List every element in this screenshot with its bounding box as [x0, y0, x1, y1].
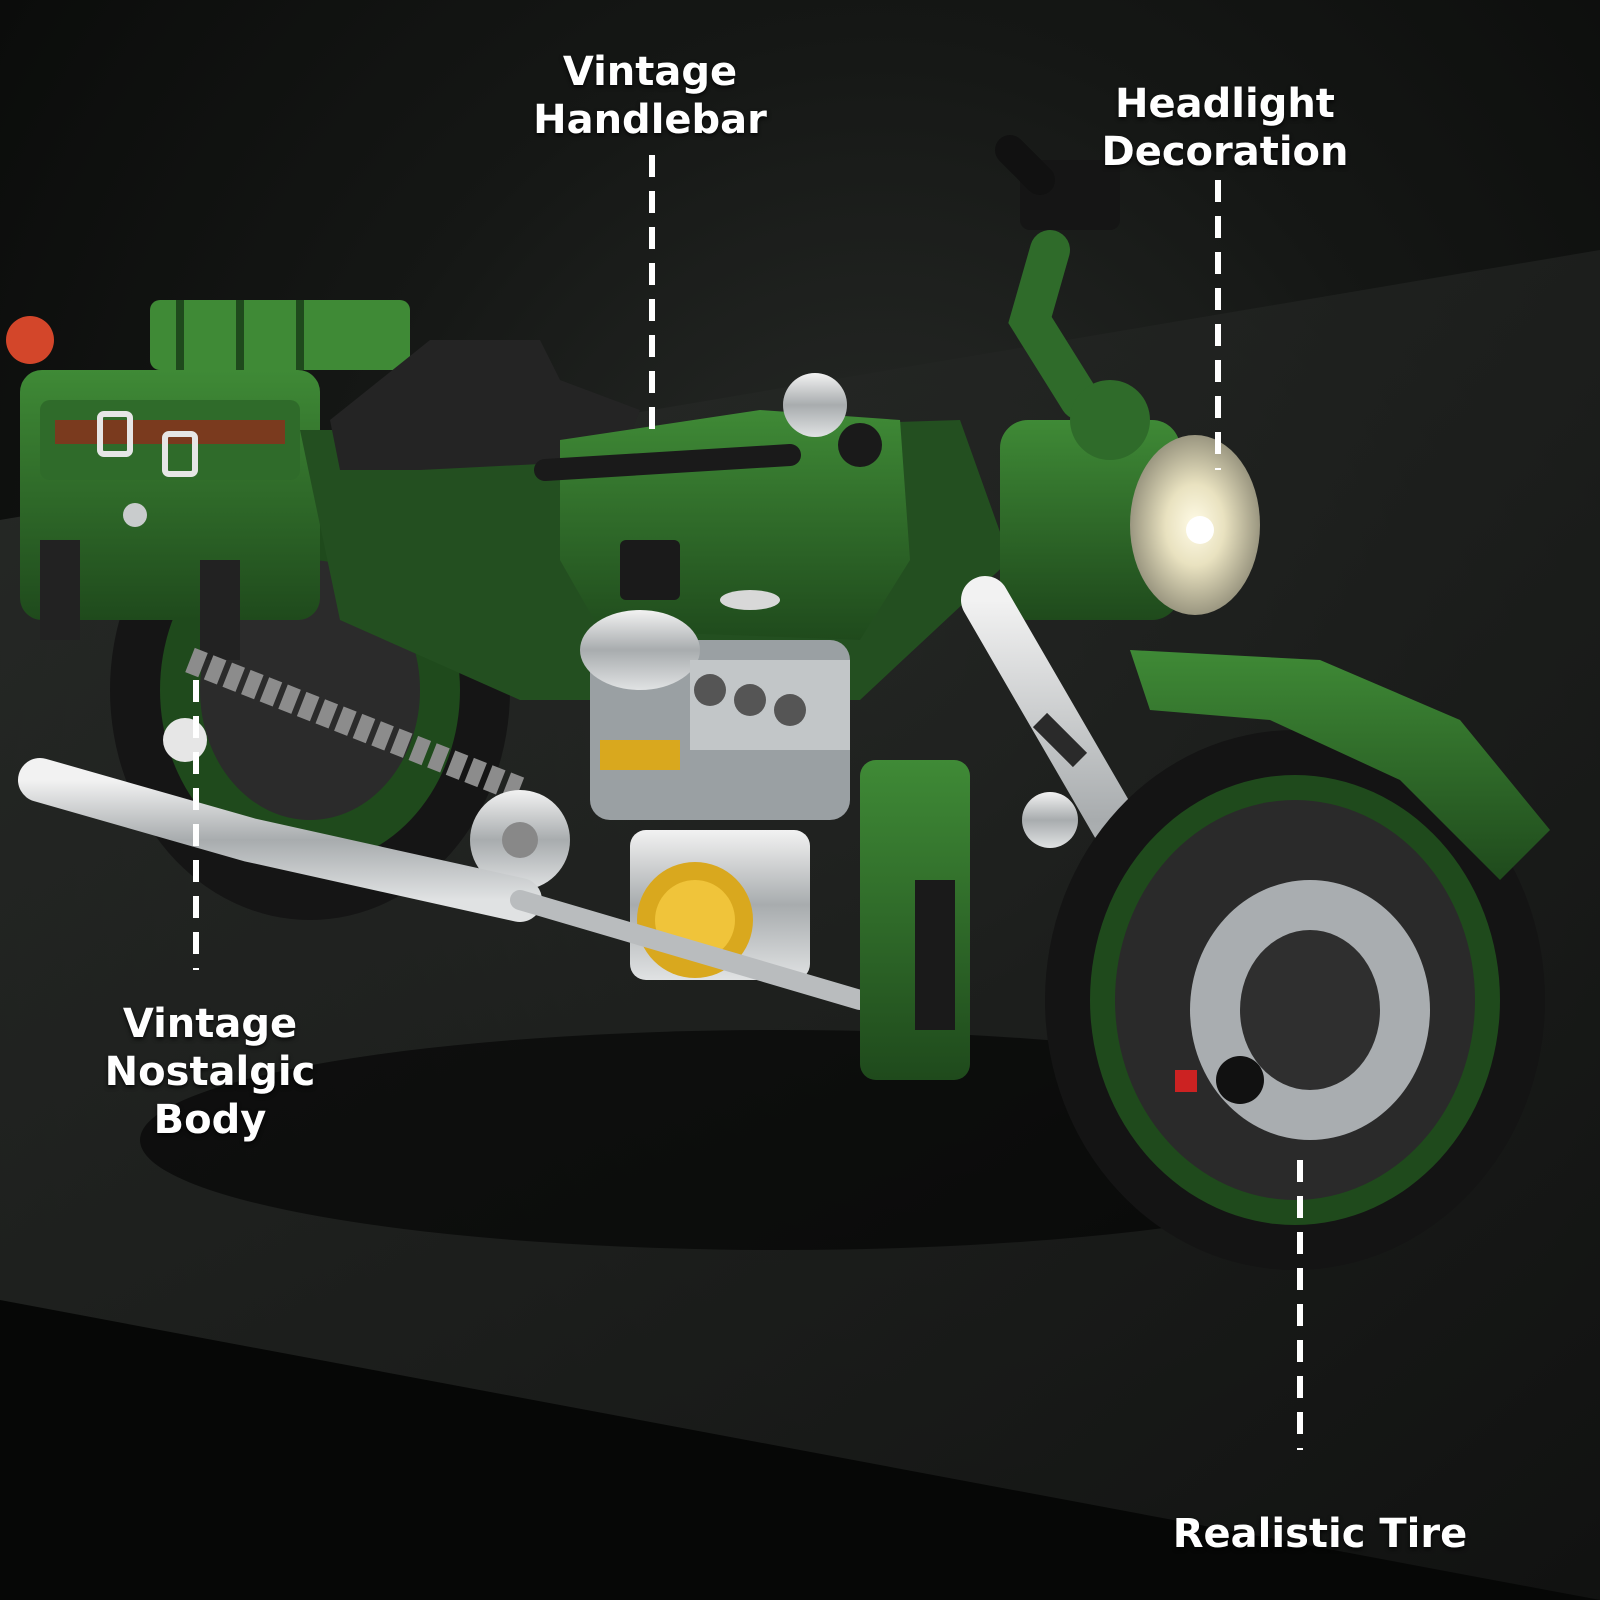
- front-wheel: [1045, 730, 1545, 1270]
- callout-headlight-decoration: Headlight Decoration: [1080, 80, 1370, 176]
- callout-line: Nostalgic: [104, 1049, 316, 1095]
- callout-line: Realistic Tire: [1172, 1511, 1468, 1557]
- rear-rack: [6, 300, 410, 370]
- callout-line: Vintage: [562, 49, 738, 95]
- headlight: [1000, 380, 1260, 620]
- callout-vintage-handlebar: Vintage Handlebar: [500, 48, 800, 144]
- chain-drive: [185, 647, 570, 890]
- callout-realistic-tire: Realistic Tire: [1150, 1510, 1490, 1558]
- handlebar: [534, 135, 1120, 481]
- callout-line: Decoration: [1101, 129, 1349, 175]
- callout-vintage-nostalgic-body: Vintage Nostalgic Body: [90, 1000, 330, 1144]
- front-fender: [1130, 650, 1550, 880]
- callout-line: Handlebar: [533, 97, 767, 143]
- callout-line: Vintage: [122, 1001, 298, 1047]
- table-edge: [0, 1300, 1600, 1600]
- seat: [330, 340, 640, 470]
- callout-leaders: [193, 155, 1303, 1450]
- saddle-bag: [20, 370, 320, 660]
- callout-line: Headlight: [1115, 81, 1335, 127]
- callout-line: Body: [153, 1097, 267, 1143]
- engine: [580, 610, 850, 980]
